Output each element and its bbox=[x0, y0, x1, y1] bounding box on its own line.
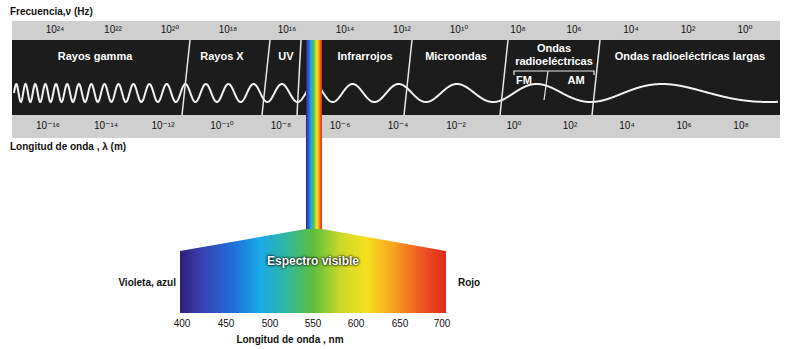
band-name: Infrarrojos bbox=[337, 50, 392, 63]
band-name: UV bbox=[278, 50, 293, 63]
band-name: FM bbox=[516, 74, 532, 87]
nm-tick: 400 bbox=[174, 318, 191, 330]
frequency-tick: 10²⁴ bbox=[46, 24, 65, 36]
band-label: Ondas radioeléctricasFMAM bbox=[512, 42, 596, 68]
wavelength-tick: 10² bbox=[563, 120, 577, 132]
wavelength-tick: 10⁻¹² bbox=[151, 120, 174, 132]
band-label: Microondas bbox=[425, 50, 487, 63]
band-label: Rayos gamma bbox=[58, 50, 133, 63]
spectrum-bar bbox=[12, 40, 780, 115]
axis-title: Longitud de onda , nm bbox=[236, 334, 343, 346]
wavelength-tick: 10⁻⁶ bbox=[330, 120, 351, 132]
frequency-tick: 10¹⁶ bbox=[278, 24, 297, 36]
frequency-tick: 10¹² bbox=[393, 24, 411, 36]
band-label: Infrarrojos bbox=[337, 50, 392, 63]
frequency-tick: 10⁰ bbox=[737, 24, 752, 36]
band-name: Rayos X bbox=[200, 50, 243, 63]
wavelength-tick: 10⁸ bbox=[733, 120, 748, 132]
wavelength-tick: 10⁻¹⁰ bbox=[210, 120, 234, 132]
region-divider bbox=[404, 40, 412, 115]
frequency-tick: 10²² bbox=[104, 24, 122, 36]
visible-strip bbox=[306, 40, 322, 230]
band-name: AM bbox=[567, 74, 584, 87]
band-name: Rayos gamma bbox=[58, 50, 133, 63]
frequency-tick: 10⁸ bbox=[510, 24, 525, 36]
wavelength-tick: 10⁻⁸ bbox=[271, 120, 292, 132]
wavelength-tick: 10⁴ bbox=[619, 120, 634, 132]
region-divider bbox=[182, 40, 190, 115]
nm-tick: 600 bbox=[348, 318, 365, 330]
wavelength-tick: 10⁶ bbox=[676, 120, 691, 132]
frequency-tick: 10¹⁴ bbox=[336, 24, 355, 36]
wavelength-strip bbox=[12, 115, 780, 138]
region-divider bbox=[297, 40, 301, 115]
region-divider bbox=[592, 40, 600, 115]
wavelength-tick: 10⁻¹⁶ bbox=[36, 120, 60, 132]
wavelength-tick: 10⁰ bbox=[506, 120, 521, 132]
region-divider bbox=[500, 40, 508, 115]
frequency-tick: 10¹⁸ bbox=[219, 24, 238, 36]
band-name: Ondas radioeléctricas bbox=[512, 42, 596, 68]
frequency-strip bbox=[12, 21, 780, 40]
color-end-label: Violeta, azul bbox=[118, 277, 176, 289]
fm-am-divider bbox=[544, 71, 548, 100]
wave bbox=[14, 84, 778, 102]
visible-fan bbox=[180, 229, 446, 251]
wavelength-tick: 10⁻² bbox=[446, 120, 466, 132]
nm-tick: 650 bbox=[392, 318, 409, 330]
band-label: UV bbox=[278, 50, 293, 63]
axis-title: Frecuencia,ν (Hz) bbox=[10, 6, 93, 18]
nm-tick: 550 bbox=[305, 318, 322, 330]
band-label: Rayos X bbox=[200, 50, 243, 63]
radio-bracket bbox=[514, 71, 594, 100]
sub-band-label: FM bbox=[516, 74, 532, 87]
wavelength-tick: 10⁻⁴ bbox=[388, 120, 409, 132]
visible-title: Espectro visible bbox=[180, 251, 446, 268]
nm-tick: 450 bbox=[218, 318, 235, 330]
region-dividers bbox=[182, 40, 600, 115]
visible-spectrum-box: Espectro visible bbox=[180, 251, 446, 313]
frequency-tick: 10⁶ bbox=[566, 24, 581, 36]
sub-band-label: AM bbox=[567, 74, 584, 87]
frequency-tick: 10²⁰ bbox=[161, 24, 179, 36]
band-label: Ondas radioeléctricas largas bbox=[615, 50, 765, 63]
band-name: Ondas radioeléctricas largas bbox=[615, 50, 765, 63]
axis-title: Longitud de onda , λ (m) bbox=[10, 141, 126, 153]
wavelength-tick: 10⁻¹⁴ bbox=[94, 120, 118, 132]
frequency-tick: 10¹⁰ bbox=[450, 24, 468, 36]
frequency-tick: 10⁴ bbox=[623, 24, 638, 36]
wave-line bbox=[14, 84, 778, 102]
band-name: Microondas bbox=[425, 50, 487, 63]
region-divider bbox=[262, 40, 270, 115]
frequency-tick: 10² bbox=[681, 24, 695, 36]
nm-tick: 700 bbox=[434, 318, 451, 330]
color-end-label: Rojo bbox=[458, 277, 480, 289]
nm-tick: 500 bbox=[262, 318, 279, 330]
